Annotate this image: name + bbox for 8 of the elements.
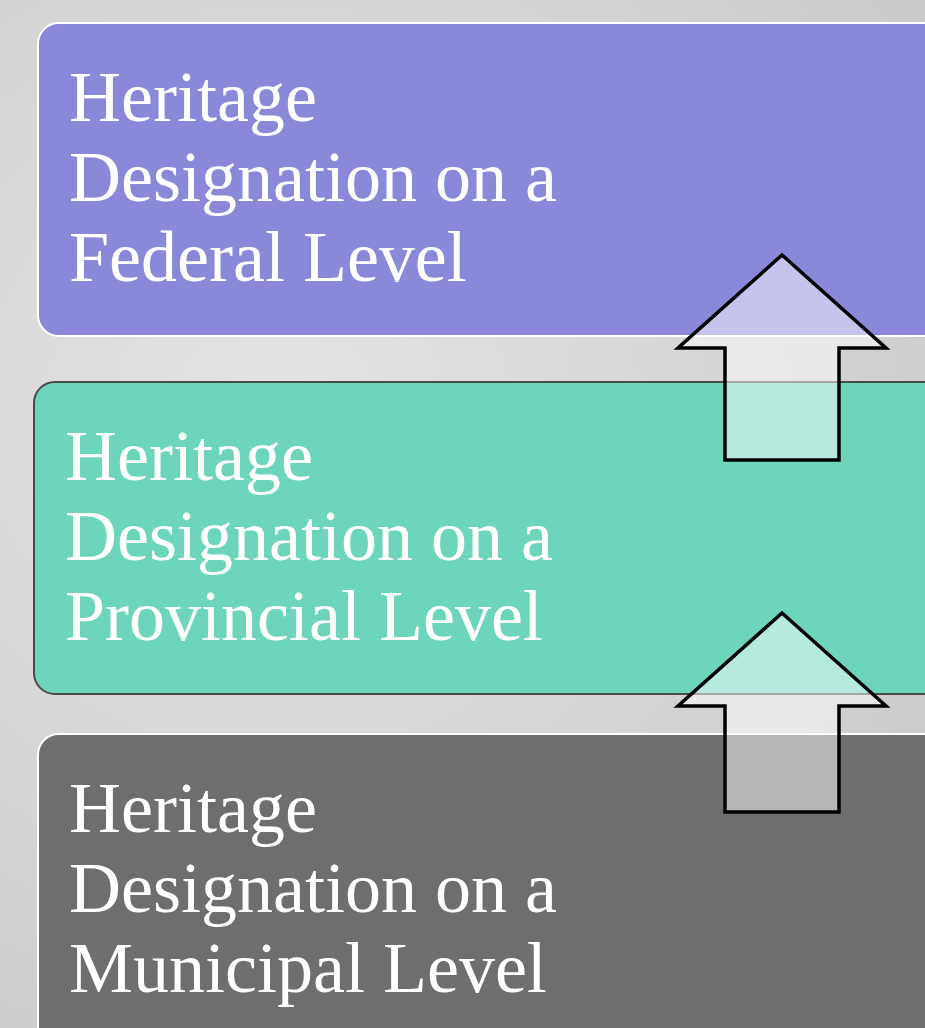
- block-arrow: [673, 610, 891, 814]
- block-arrow: [673, 252, 891, 462]
- level-label: Heritage Designation on a Municipal Level: [69, 768, 558, 1008]
- level-band: [33, 381, 925, 695]
- level-label: Heritage Designation on a Provincial Level: [65, 416, 554, 656]
- level-band: [37, 22, 925, 337]
- level-band: [37, 733, 925, 1028]
- level-label: Heritage Designation on a Federal Level: [69, 57, 558, 297]
